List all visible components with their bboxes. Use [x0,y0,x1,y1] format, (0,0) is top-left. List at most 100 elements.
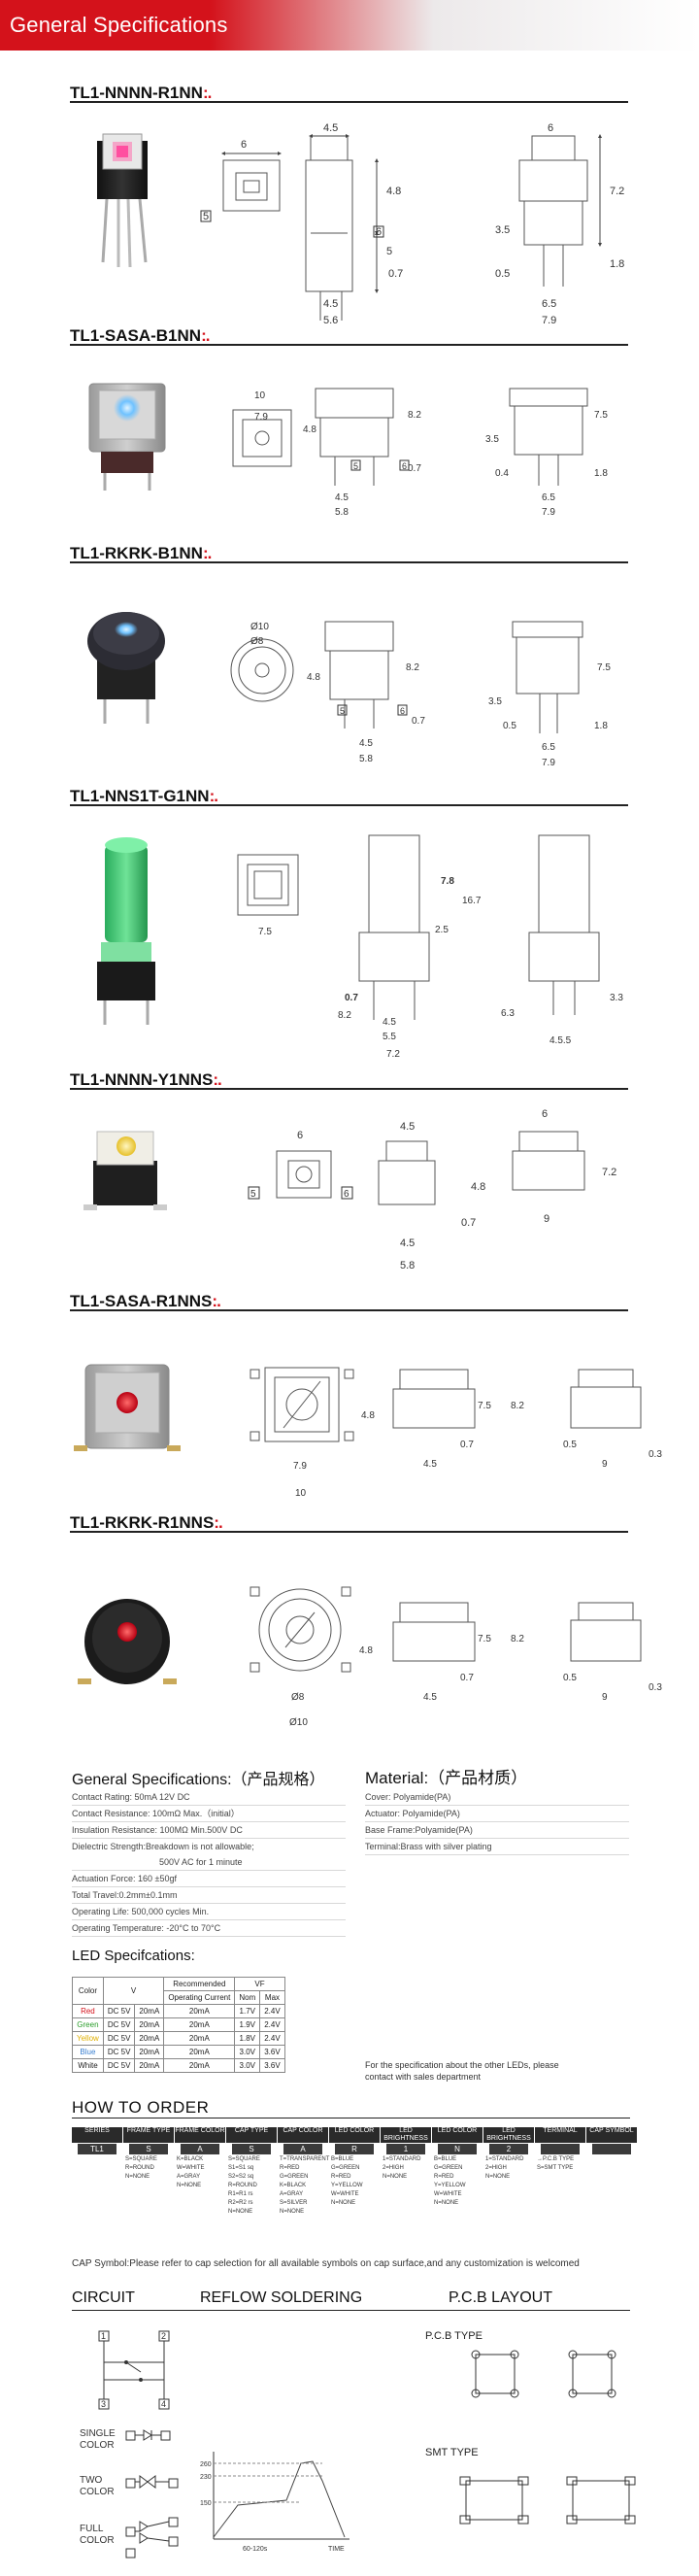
led-cell: 20mA [163,2004,236,2018]
red-dots-icon: :. [214,1513,222,1532]
order-option: N=NONE [125,2174,150,2180]
circuit-label: COLOR [80,2535,115,2546]
led-cell: DC 5V [102,2058,136,2073]
dim-label: Ø8 [291,1692,305,1703]
order-option: R2=R2 rs [228,2200,253,2206]
circuit-reflow-pcb-drawings: 1 2 3 4 SINGLE COLOR TWO COLOR FULL COLO… [80,2330,636,2559]
dim-label: 8.2 [406,662,419,673]
material-list: Cover: Polyamide(PA) Actuator: Polyamide… [365,1789,629,1855]
order-option: R=RED [434,2174,454,2180]
product-title: TL1-RKRK-R1NNS:. [70,1513,223,1532]
order-column-code [592,2144,631,2154]
order-option: S=SQUARE [125,2156,157,2162]
order-column-code: S [232,2144,271,2154]
dim-label: 4.5 [423,1692,437,1703]
section-divider [70,1309,628,1311]
pcb-layout-title: P.C.B LAYOUT [449,2289,552,2306]
order-option: S=SMT TYPE [537,2165,574,2171]
reflow-tick: 260 [200,2461,212,2468]
led-header-rec: Recommended [163,1977,236,1991]
dim-label: 9 [544,1213,549,1225]
spec-line: Contact Rating: 50mA 12V DC [72,1789,346,1806]
dim-label: 4.5 [323,122,338,134]
dim-label: 4.5 [323,298,338,310]
dim-label: 7.2 [386,1049,400,1060]
dim-label: 7.9 [293,1461,307,1472]
material-line: Base Frame:Polyamide(PA) [365,1822,629,1839]
led-cell: 2.4V [259,2004,285,2018]
led-cell: 20mA [134,2045,165,2059]
section-divider [70,344,628,346]
led-cell: 1.7V [234,2004,261,2018]
pcb-layout-diagram [459,2350,636,2525]
dim-label: 1.8 [594,721,608,731]
dim-label: 4.5 [400,1121,415,1133]
dim-label: 4.8 [471,1181,485,1193]
order-option: R=RED [331,2174,351,2180]
dim-label: 6 [241,139,247,151]
dim-label: 5 [203,211,209,222]
led-color: Green [72,2017,104,2032]
product-photo [78,1599,177,1684]
order-option: Y=YELLOW [331,2183,363,2188]
dim-label: 6 [344,1189,350,1200]
order-column-head: CAP SYMBOL [586,2127,637,2143]
order-option: A=GRAY [280,2191,304,2197]
cap-symbol-note: CAP Symbol:Please refer to cap selection… [72,2258,580,2269]
product-title: TL1-NNNN-R1NN:. [70,84,212,102]
order-option: W=WHITE [177,2165,205,2171]
technical-drawings: 6 5 4.5 4.8 5 0.7 4.5 5.6 6 7.2 3.5 0.5 … [74,122,662,1728]
spec-line: Operating Temperature: -20°C to 70°C [72,1920,346,1937]
order-column-code: 2 [489,2144,528,2154]
dim-label: 7.5 [478,1634,491,1644]
table-row: White DC 5V 20mA 20mA 3.0V 3.6V [72,2058,285,2073]
dim-label: 4.8 [386,186,401,197]
how-to-order-title: HOW TO ORDER [72,2098,210,2117]
product-photo [97,837,155,1025]
led-cell: 1.9V [234,2017,261,2032]
led-cell: 2.4V [259,2017,285,2032]
dim-label: 4.5 [335,492,349,503]
dim-label: 3.5 [495,224,510,236]
order-option: S2=S2 sq [228,2174,254,2180]
dim-label: 0.4 [495,468,509,479]
dim-label: 6 [542,1108,548,1120]
material-line: Actuator: Polyamide(PA) [365,1806,629,1822]
order-column-head: LED BRIGHTNESS [483,2127,534,2143]
order-option: →P.C.B TYPE [537,2156,575,2162]
product-title: TL1-SASA-B1NN:. [70,326,211,345]
order-column-code: A [283,2144,322,2154]
order-column-head: CAP COLOR [278,2127,328,2143]
order-option: K=BLACK [177,2156,204,2162]
dim-label: 2.5 [435,925,449,935]
dim-label: Ø8 [250,636,264,647]
dim-label: 4.8 [303,424,316,435]
order-option: N=NONE [434,2200,459,2206]
product-photo [97,133,148,268]
order-column-head: FRAME COLOR [175,2127,225,2143]
circuit-label: TWO [80,2475,103,2486]
dim-label: 10 [295,1488,307,1499]
order-column-head: LED BRIGHTNESS [381,2127,431,2143]
order-column-code: N [438,2144,477,2154]
led-cell: 1.8V [234,2031,261,2046]
red-dots-icon: :. [202,544,212,562]
red-dots-icon: :. [209,787,218,805]
led-spec-table: Color V Recommended VF Operating Current… [72,1977,285,2073]
led-header-v: V [102,1977,165,2005]
order-column-head: SERIES [72,2127,122,2143]
dim-label: 0.7 [388,268,403,280]
spec-line: Contact Resistance: 100mΩ Max.（initial） [72,1806,346,1822]
table-row: Blue DC 5V 20mA 20mA 3.0V 3.6V [72,2045,285,2059]
dim-label: 4.8 [359,1645,373,1656]
dim-label: 4.5 [400,1237,415,1249]
dim-label: 7.9 [542,315,556,326]
order-column-head: LED COLOR [329,2127,380,2143]
product-title: TL1-NNS1T-G1NN:. [70,787,218,805]
order-column-code: S [129,2144,168,2154]
dim-label: 0.7 [460,1673,474,1683]
dim-label: 8.2 [338,1010,351,1021]
